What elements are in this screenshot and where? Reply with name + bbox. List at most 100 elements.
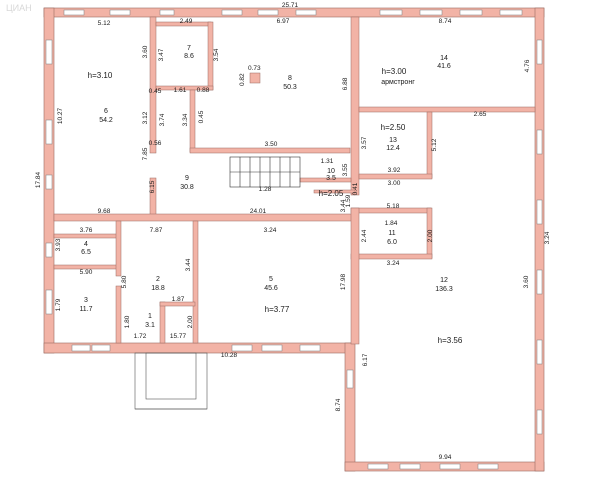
room-2-number: 2	[156, 276, 160, 283]
dim-131: 3.55	[342, 163, 349, 176]
dim-room4-top: 3.76	[80, 227, 93, 234]
dim-right-total: 3.24	[544, 231, 551, 244]
dim-617: 8.74	[335, 398, 342, 411]
dim-580: 17.98	[340, 273, 347, 290]
dim-left-total: 17.84	[35, 171, 42, 188]
dim-room4-left: 3.93	[55, 238, 62, 251]
dim-874-b: 9.94	[439, 454, 452, 461]
dim-180: 2.00	[187, 315, 194, 328]
dim-1028: 6.17	[362, 353, 369, 366]
dim-room13-right: 5.12	[431, 138, 438, 151]
height-room-5: h=3.77	[265, 305, 290, 314]
dim-265: 1.31	[321, 158, 334, 165]
room-6-area: 54.2	[99, 117, 113, 124]
dim-045-b: 0.56	[149, 140, 162, 147]
dim-room13-left: 3.57	[361, 136, 368, 149]
room-6-number: 6	[104, 108, 108, 115]
dim-1577: 10.28	[221, 352, 238, 359]
room-5-area: 45.6	[264, 285, 278, 292]
room-7-area: 8.6	[184, 53, 194, 60]
room-5-number: 5	[269, 276, 273, 283]
dim-088: 0.88	[197, 87, 210, 94]
column: 0.73 0.82	[239, 65, 261, 86]
room-12-area: 136.3	[435, 286, 453, 293]
height-room-14: h=3.00	[382, 67, 407, 76]
dim-room6-top: 5.12	[98, 20, 111, 27]
room-9-area: 30.8	[180, 184, 194, 191]
dim-590: 5.80	[121, 275, 128, 288]
dim-room7-right: 3.54	[213, 48, 220, 61]
room-12-number: 12	[440, 277, 448, 284]
dim-968: 24.01	[250, 208, 267, 215]
room-14-number: 14	[440, 55, 448, 62]
dim-045-a: 0.45	[149, 88, 162, 95]
dim-518: 9.68	[98, 208, 111, 215]
dim-room8-top: 6.97	[277, 18, 290, 25]
dim-187: 1.80	[124, 315, 131, 328]
room-3-area: 11.7	[79, 306, 92, 313]
room-2-area: 18.8	[151, 285, 165, 292]
dim-room11-right: 2.00	[427, 229, 434, 242]
dim-374-b: 3.34	[182, 113, 189, 126]
dim-room3-left: 1.79	[55, 298, 62, 311]
room-4-number: 4	[84, 241, 88, 248]
dim-room7-top: 2.49	[180, 18, 193, 25]
watermark: ЦИАН	[6, 3, 32, 13]
height-room-10: h=2.05	[319, 189, 344, 198]
room-8-number: 8	[288, 75, 292, 82]
dim-374-a: 3.74	[159, 113, 166, 126]
room-14-area: 41.6	[437, 63, 451, 70]
dim-056: 7.85	[142, 147, 149, 160]
dim-344-b: 3.24	[387, 260, 400, 267]
dim-615: 1.28	[259, 186, 272, 193]
dim-393: 3.44	[185, 258, 192, 271]
dim-room6-left: 10.27	[57, 107, 64, 124]
room-11-number: 11	[388, 230, 395, 237]
column-side-label: 0.82	[239, 73, 246, 86]
windows	[45, 9, 543, 470]
ceiling-heights: h=3.10 h=3.00 h=2.50 h=2.05 h=3.77 h=3.5…	[88, 67, 463, 345]
dim-room14-top: 8.74	[439, 18, 452, 25]
dim-334: 0.45	[198, 110, 205, 123]
dim-room11-top: 1.84	[385, 220, 398, 227]
dim-041: 1.59	[345, 194, 352, 207]
ceiling-note-armstrong: армстронг	[381, 79, 415, 86]
dim-344-a: 5.18	[387, 203, 400, 210]
room-3-number: 3	[84, 297, 88, 304]
dim-300: 6.15	[149, 180, 156, 193]
staircase	[229, 156, 301, 188]
dim-1798: 3.60	[523, 275, 530, 288]
dim-room14-right: 4.76	[524, 59, 531, 72]
height-room-13: h=2.50	[381, 123, 406, 132]
dim-200-b: 1.72	[134, 333, 147, 340]
room-7-number: 7	[187, 45, 191, 52]
dim-179: 1.87	[172, 296, 185, 303]
column-label: 0.73	[248, 65, 261, 72]
dim-room3-top: 5.90	[80, 269, 93, 276]
dim-785: 3.50	[265, 141, 278, 148]
dim-room8-right: 6.88	[342, 77, 349, 90]
dim-512-b: 2.65	[474, 111, 487, 118]
room-1-area: 3.1	[145, 322, 155, 329]
room-labels: 1 3.1 2 18.8 3 11.7 4 6.5 5 45.6 6 54.2 …	[79, 45, 452, 329]
dimensions: 25.71 5.12 2.49 6.97 8.74 4.76 3.60 3.47…	[35, 2, 551, 461]
dim-161: 1.61	[174, 87, 187, 94]
dim-159: 3.44	[340, 199, 347, 212]
dim-355: 3.92	[388, 167, 401, 174]
room-1-number: 1	[148, 313, 152, 320]
dim-room6-rt-upper: 3.60	[142, 45, 149, 58]
dim-172: 15.77	[170, 333, 187, 340]
entrance-porch	[134, 352, 208, 410]
dim-128: 0.41	[352, 182, 359, 195]
height-room-6: h=3.10	[88, 71, 113, 80]
dim-total-width: 25.71	[282, 2, 299, 9]
room-8-area: 50.3	[283, 84, 297, 91]
inner-walls	[53, 16, 536, 345]
room-4-area: 6.5	[81, 249, 91, 256]
height-room-12: h=3.56	[438, 336, 463, 345]
dim-room7-left: 3.47	[158, 48, 165, 61]
room-10-area: 3.5	[326, 175, 336, 182]
room-10-number: 10	[327, 168, 335, 175]
dim-312: 3.12	[142, 111, 149, 124]
